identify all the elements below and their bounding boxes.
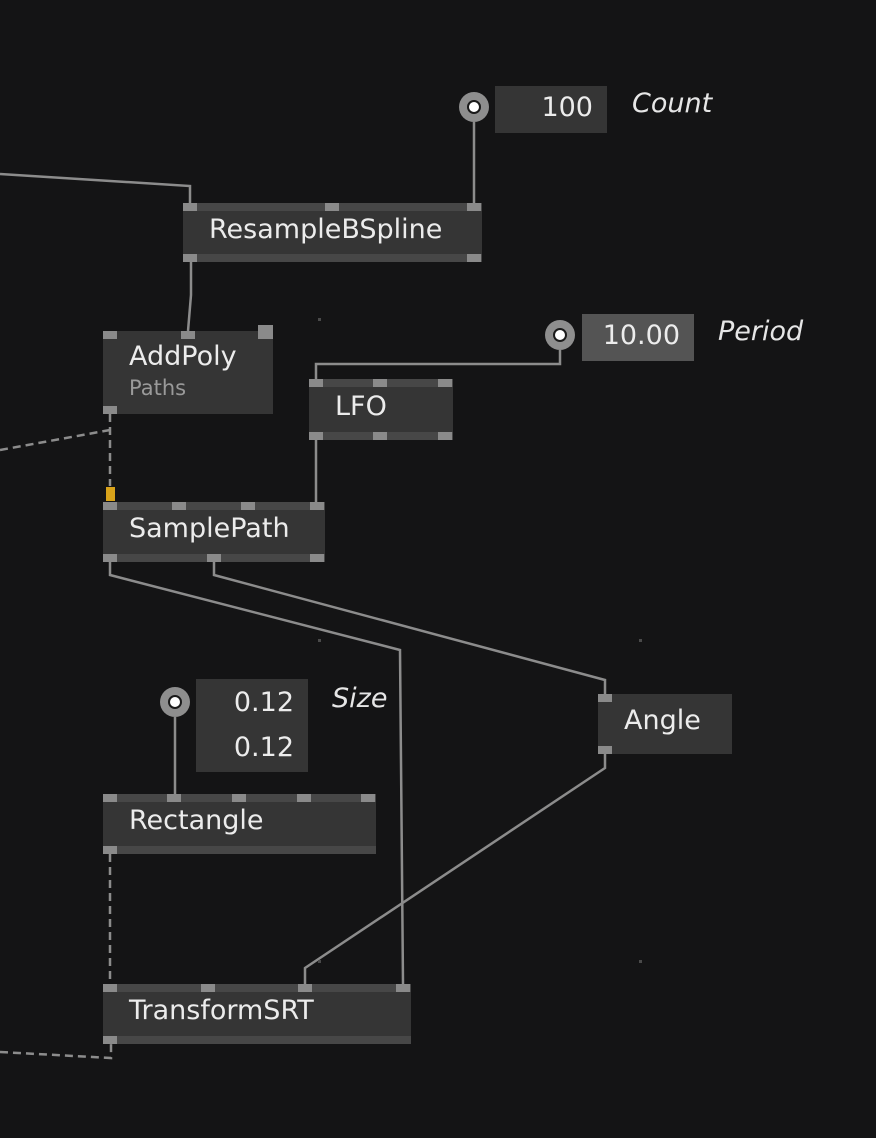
link-angle-to-transform	[303, 754, 607, 984]
output-pin[interactable]	[467, 254, 481, 262]
grid-dot	[639, 639, 642, 642]
input-pin[interactable]	[467, 203, 481, 211]
size-value-box[interactable]: 0.12 0.12	[196, 679, 308, 772]
node-angle[interactable]: Angle	[598, 694, 732, 754]
input-pin[interactable]	[361, 794, 375, 802]
output-pin[interactable]	[103, 846, 117, 854]
node-title: TransformSRT	[129, 995, 314, 1026]
node-bottom-bar	[103, 846, 376, 854]
link-samplepath-to-angle	[212, 562, 607, 694]
link-samplepath-to-transform	[108, 562, 405, 985]
input-pin[interactable]	[325, 203, 339, 211]
output-pin[interactable]	[183, 254, 197, 262]
grid-dot	[318, 960, 321, 963]
input-pin[interactable]	[598, 694, 612, 702]
grid-dot	[639, 960, 642, 963]
input-pin[interactable]	[103, 502, 117, 510]
input-pin[interactable]	[438, 379, 452, 387]
node-top-bar	[103, 984, 411, 992]
node-title: SamplePath	[129, 513, 290, 544]
period-knob-icon[interactable]	[545, 320, 575, 350]
input-pin[interactable]	[373, 379, 387, 387]
node-title: LFO	[335, 391, 387, 422]
input-pin[interactable]	[298, 984, 312, 992]
input-pin[interactable]	[241, 502, 255, 510]
count-knob-icon[interactable]	[459, 92, 489, 122]
output-pin[interactable]	[103, 554, 117, 562]
link-period-to-lfo	[314, 350, 562, 379]
input-pin[interactable]	[310, 502, 324, 510]
node-samplepath[interactable]: SamplePath	[103, 502, 325, 562]
output-pin[interactable]	[103, 406, 117, 414]
input-pin[interactable]	[183, 203, 197, 211]
count-value-box[interactable]: 100	[495, 86, 607, 133]
link-dashed-offscreen-to-addpoly	[0, 428, 111, 452]
input-pin[interactable]	[181, 331, 195, 339]
node-bottom-bar	[183, 254, 482, 262]
input-pin[interactable]	[103, 984, 117, 992]
output-pin[interactable]	[373, 432, 387, 440]
node-rectangle[interactable]: Rectangle	[103, 794, 376, 854]
grid-dot	[318, 639, 321, 642]
input-pin[interactable]	[396, 984, 410, 992]
input-pin[interactable]	[258, 325, 273, 339]
period-label: Period	[718, 316, 804, 347]
count-label: Count	[632, 88, 713, 119]
node-lfo[interactable]: LFO	[309, 379, 453, 440]
output-pin[interactable]	[103, 1036, 117, 1044]
output-pin[interactable]	[438, 432, 452, 440]
size-knob-icon[interactable]	[160, 687, 190, 717]
count-value: 100	[541, 92, 593, 123]
input-pin[interactable]	[309, 379, 323, 387]
output-pin[interactable]	[598, 746, 612, 754]
node-top-bar	[103, 502, 325, 510]
period-value: 10.00	[602, 320, 680, 351]
link-dashed-transform-to-offscreen	[0, 1044, 113, 1060]
input-pin[interactable]	[103, 794, 117, 802]
input-pin[interactable]	[172, 502, 186, 510]
link-offscreen-to-resample	[0, 172, 192, 203]
node-title: AddPoly	[129, 341, 237, 372]
output-pin[interactable]	[309, 432, 323, 440]
node-resamplebspline[interactable]: ResampleBSpline	[183, 203, 482, 262]
input-pin[interactable]	[201, 984, 215, 992]
input-pin[interactable]	[232, 794, 246, 802]
input-pin[interactable]	[297, 794, 311, 802]
output-pin[interactable]	[310, 554, 324, 562]
link-resample-to-addpoly	[186, 262, 193, 332]
grid-dot	[318, 318, 321, 321]
node-addpoly[interactable]: AddPoly Paths	[103, 325, 273, 414]
output-pin[interactable]	[207, 554, 221, 562]
node-title: Angle	[624, 705, 701, 736]
input-pin[interactable]	[103, 331, 117, 339]
node-subtitle: Paths	[129, 376, 187, 400]
highlighted-input-pin[interactable]	[106, 487, 115, 501]
size-value-y[interactable]: 0.12	[233, 732, 294, 763]
node-bottom-bar	[103, 1036, 411, 1044]
node-title: Rectangle	[129, 805, 264, 836]
node-transformsrt[interactable]: TransformSRT	[103, 984, 411, 1044]
period-value-box[interactable]: 10.00	[582, 314, 694, 361]
input-pin[interactable]	[167, 794, 181, 802]
node-title: ResampleBSpline	[209, 214, 443, 245]
size-value-x[interactable]: 0.12	[233, 687, 294, 718]
size-label: Size	[332, 683, 388, 714]
